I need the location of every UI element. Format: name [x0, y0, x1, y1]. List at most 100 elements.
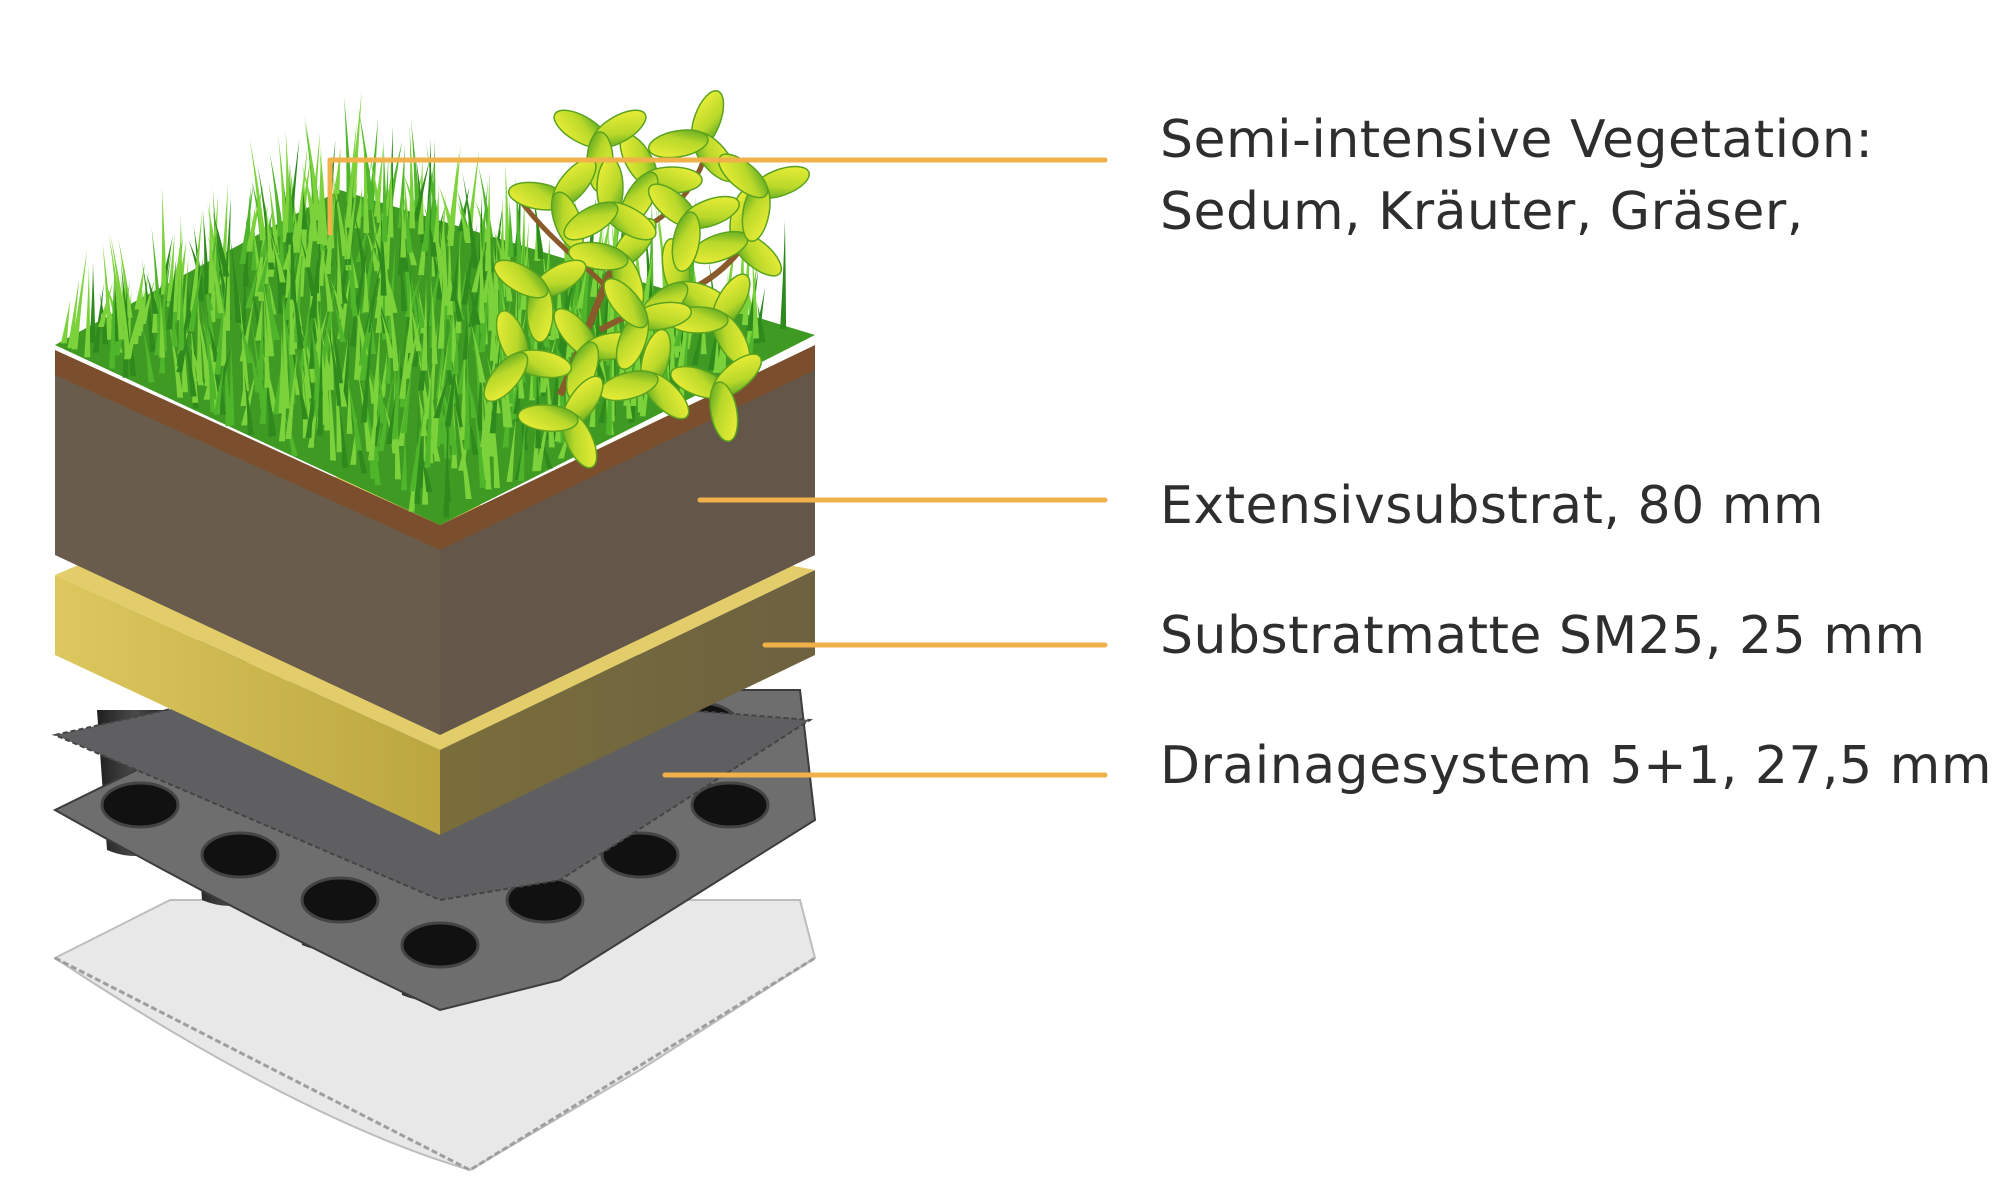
grass-blade [212, 210, 230, 277]
grass-blade [751, 247, 760, 339]
grass-blade [397, 212, 404, 276]
grass-blade [338, 400, 349, 468]
grass-blade [400, 188, 407, 258]
grass-blade [336, 228, 343, 304]
grass-blade [532, 194, 544, 259]
grass-blade [118, 238, 133, 318]
grass-blade [380, 202, 387, 296]
grass-blade [451, 408, 458, 456]
grass-blade [628, 353, 641, 423]
grass-blade [452, 330, 459, 375]
label-drainage: Drainagesystem 5+1, 27,5 mm [1160, 736, 1992, 796]
grass-blade [458, 422, 471, 471]
grass-blade [278, 134, 290, 243]
grass-blade [446, 151, 459, 240]
grass-blade [438, 185, 456, 232]
grass-blade [331, 319, 344, 384]
grass-blade [166, 258, 177, 330]
grass-blade [176, 328, 190, 373]
grass-blade [387, 154, 394, 238]
grass-blade [472, 286, 480, 351]
grass-blade [400, 366, 413, 434]
grass-blade [249, 138, 267, 241]
grass-blade [305, 375, 315, 439]
grass-blade [304, 115, 321, 221]
grass-blade [479, 366, 493, 448]
grass-blade [214, 278, 226, 375]
substrate-side [440, 365, 815, 735]
grass-blade [430, 279, 438, 365]
grass-blade [673, 300, 688, 347]
grass-blade [312, 226, 321, 294]
grass-blade [102, 242, 114, 340]
shrub-leaf [517, 404, 579, 433]
grass-blade [409, 301, 422, 352]
grass-blade [287, 163, 294, 233]
grass-blade [746, 306, 758, 357]
grass-blade [326, 350, 337, 461]
grass-blade [715, 301, 730, 373]
grass-blade [304, 182, 319, 268]
grass-blade [167, 314, 184, 398]
grass-blade [330, 166, 349, 257]
grass-blade [239, 182, 254, 264]
grass-blade [245, 184, 264, 250]
grass-blade [268, 299, 275, 351]
grass-blade [435, 302, 448, 398]
grass-blade [465, 149, 480, 244]
grass-blade [309, 245, 321, 319]
grass-blade [412, 161, 430, 222]
grass-blade [352, 208, 368, 274]
grass-blade [462, 171, 479, 269]
grass-blade [135, 289, 144, 336]
grass-blade [459, 343, 466, 440]
grass-blade [385, 391, 397, 445]
grass-blade [364, 224, 381, 272]
grass-blade [241, 364, 258, 426]
substrate-front [55, 370, 440, 735]
substrate-mat-front [55, 575, 440, 835]
grass-blade [373, 348, 388, 443]
grass-blade [450, 241, 460, 302]
grass-blade [333, 301, 346, 342]
grass-blade [466, 373, 478, 419]
grass-blade [360, 313, 374, 423]
grass-blade [453, 399, 472, 499]
grass-blade [462, 306, 469, 360]
fleece-edge [54, 956, 816, 1172]
grass-blade [570, 241, 585, 314]
grass-blade [342, 318, 350, 407]
grass-blade [120, 259, 131, 354]
grass-blade [409, 125, 416, 229]
grass-blade [413, 281, 426, 328]
grass-blade [474, 199, 491, 243]
grass-blade [243, 373, 254, 435]
grass-blade [308, 270, 318, 369]
grass-blade [379, 306, 395, 358]
grass-blade [108, 264, 115, 369]
grass-blade [236, 313, 253, 363]
grass-blade [753, 287, 766, 344]
grass-blade [741, 216, 751, 325]
grass-blade [257, 238, 272, 292]
grass-blade [207, 335, 221, 413]
grass-blade [307, 388, 319, 448]
grass-blade [346, 374, 353, 434]
grass-blade [326, 320, 343, 406]
grass-blade [385, 270, 398, 313]
grass-blade [507, 200, 514, 257]
grass-blade [513, 352, 523, 414]
grass-blade [278, 211, 285, 270]
grass-blade [217, 343, 233, 386]
grass-blade [448, 345, 463, 427]
shrub-leaf [671, 211, 701, 273]
label-vegetation-line-2: Sedum, Kräuter, Gräser, [1160, 182, 1804, 242]
grass-blade [244, 187, 251, 242]
grass-blade [484, 171, 491, 272]
grass-blade [254, 202, 269, 297]
grass-blade [170, 227, 183, 312]
drainage-hole [600, 831, 680, 879]
grass-blade [433, 368, 451, 419]
grass-blade [92, 282, 104, 353]
grass-blade [371, 320, 381, 404]
